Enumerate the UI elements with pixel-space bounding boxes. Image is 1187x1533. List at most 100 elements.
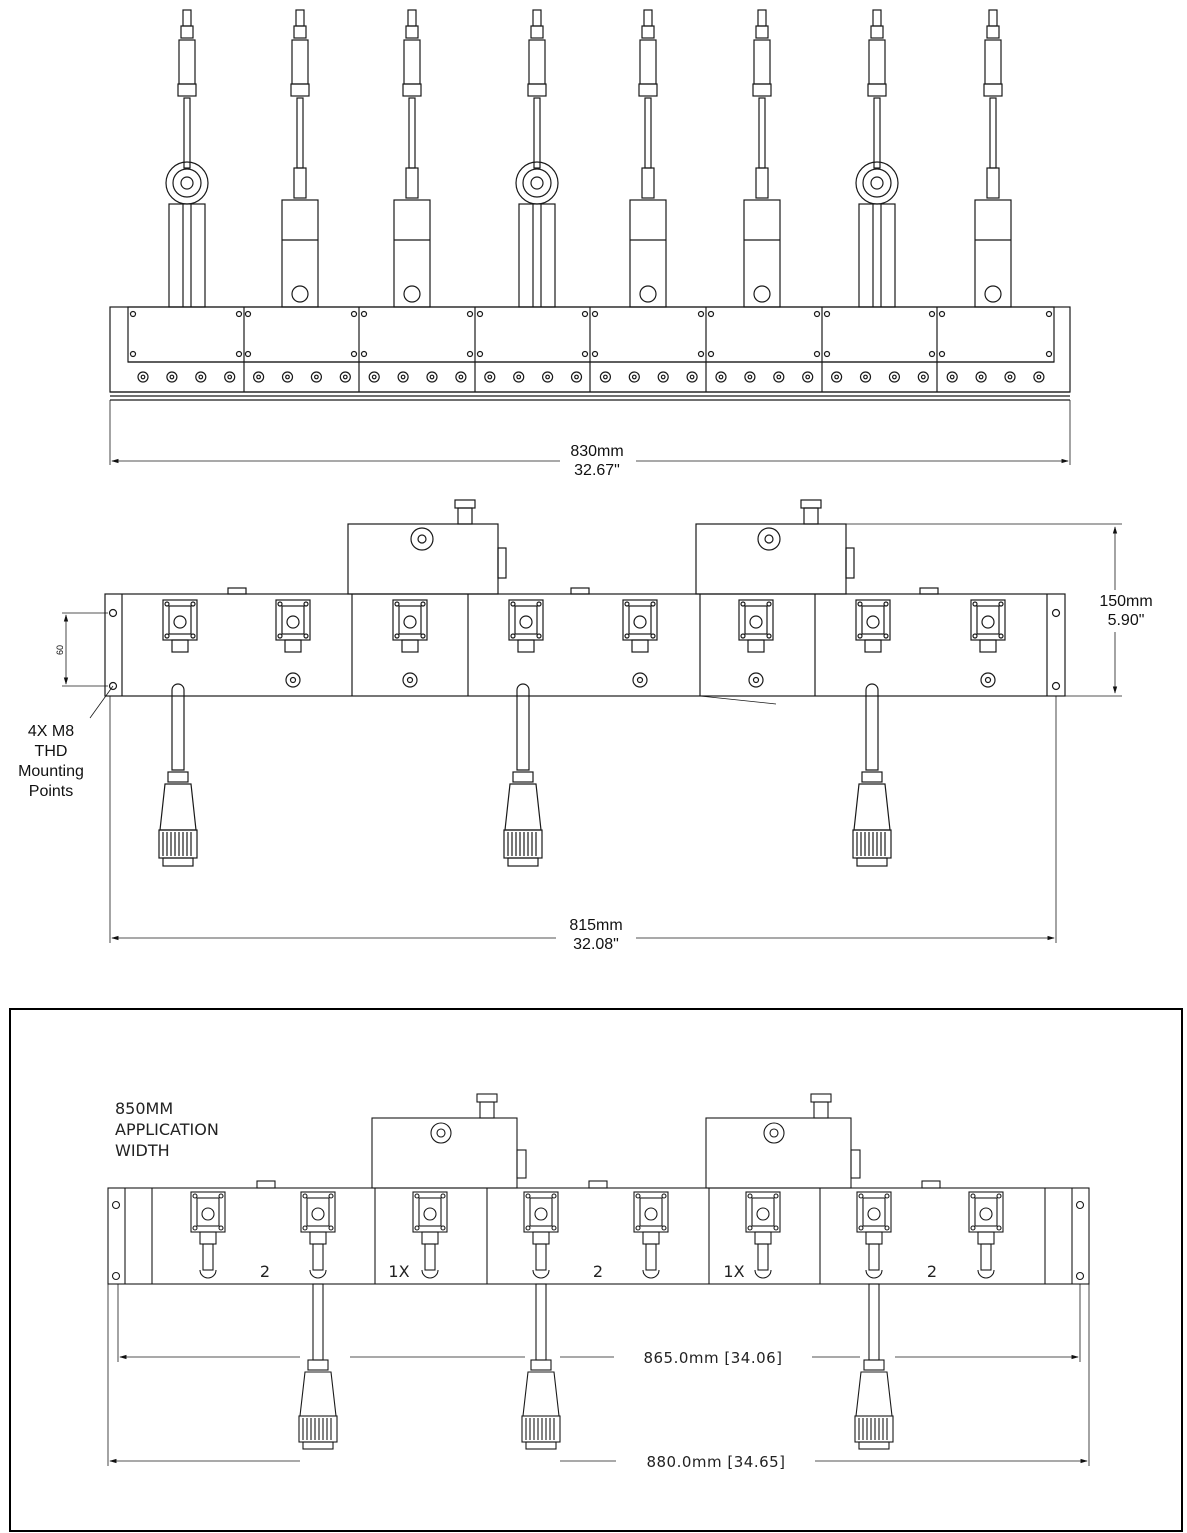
outer-width-dimension: 880.0mm [34.65] [646,1453,785,1471]
valve-inner [751,1197,775,1227]
fitting-nut [755,167,769,199]
screw [813,350,821,358]
port-center [892,374,897,380]
screw [970,1193,976,1199]
valve-port [173,615,187,629]
screw [466,350,474,358]
valve-inner [529,1197,553,1227]
fitting-tip [295,9,305,27]
screw [740,601,746,607]
screw [884,1225,890,1231]
screw [938,350,946,358]
valve-inner [418,1197,442,1227]
fitting-nut [293,25,307,39]
stem-tube [533,97,541,169]
port-center [342,374,348,380]
valve-stub [979,639,997,653]
screw [650,633,656,639]
valve-port [979,1207,993,1221]
stem-tube [408,97,416,169]
port [830,371,843,383]
valve-port [311,1207,325,1221]
port-center [371,374,377,380]
port [426,371,438,383]
screw [440,1225,446,1231]
port [402,672,418,688]
screw [190,601,196,607]
section-label-3: 2 [593,1262,603,1281]
screw [823,350,831,358]
valve-stem [743,9,781,308]
valve-inner [281,605,305,635]
application-frame [9,1008,1183,1532]
valve-port [286,615,300,629]
screw [591,310,599,318]
valve-nut [753,285,771,303]
fitting-tip [643,9,653,27]
screw [510,633,516,639]
screw [928,350,936,358]
port-center [984,676,992,684]
port [397,371,409,383]
screw [813,310,821,318]
screw [328,1193,334,1199]
callout-line-3: Mounting [18,763,84,780]
port [281,371,294,383]
fitting-tip [988,9,998,27]
solenoid-valve [190,1191,226,1245]
valve-inner [514,605,538,635]
valve-stub [284,639,302,653]
valve-stem [393,9,431,308]
screw [190,633,196,639]
screw [328,1225,334,1231]
valve-inner [976,605,1000,635]
valve-stem [629,9,667,308]
valve-port [403,615,417,629]
screw [1045,310,1053,318]
connector-cap [525,1441,557,1450]
valve-body [974,199,1012,308]
valve-body [393,199,431,308]
cable-connector-group [158,672,996,867]
port-center [949,374,955,380]
valve-inner [862,1197,886,1227]
valve-stub [864,639,882,653]
valve-inner [628,605,652,635]
coil-disc-hub [870,176,884,190]
screw [591,350,599,358]
screw [350,350,358,358]
port-center [285,374,290,380]
port-center [776,374,782,380]
screw [773,1225,779,1231]
screw [360,310,368,318]
port [946,371,958,383]
screw [823,310,831,318]
solenoid-valve [523,1191,559,1245]
valve-body [629,199,667,308]
height-in: 5.90" [1108,612,1145,629]
port [975,371,987,383]
app-note-line-2: APPLICATION [115,1120,219,1139]
port-center [169,374,175,380]
valve-nut [984,285,1002,303]
port-row [137,371,1045,383]
valve-body [168,203,206,308]
cable [868,1283,880,1361]
connector-nut [512,771,534,783]
connector-nut [861,771,883,783]
cable-connector [521,1283,561,1450]
screw [998,601,1004,607]
valve-body [281,199,319,308]
port-center [458,374,464,380]
valve-stem [515,9,559,308]
manifold-panels [129,307,1053,392]
fitting-tip [757,9,767,27]
screw [360,350,368,358]
top-width-mm: 830mm [570,443,623,460]
screw [476,350,484,358]
fitting-nut [405,167,419,199]
fitting-nut [986,167,1000,199]
screw [766,633,772,639]
screw [661,1225,667,1231]
